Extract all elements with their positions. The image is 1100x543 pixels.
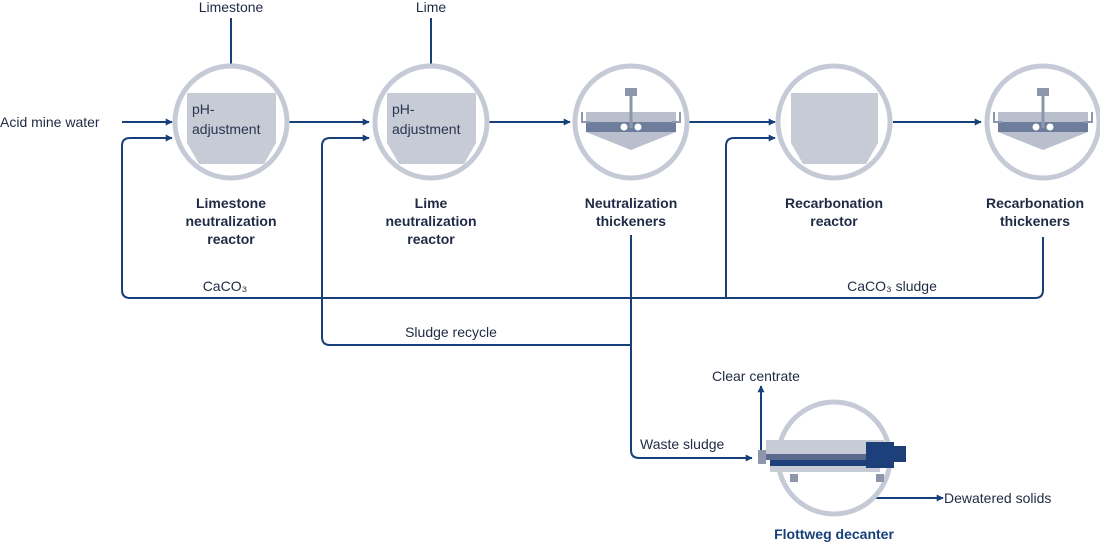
lime-label: Lime [416, 0, 447, 15]
caco3-sludge-label: CaCO₃ sludge [847, 278, 937, 294]
unit-name-line1: Lime [415, 195, 448, 211]
vessel-label-line2: adjustment [392, 121, 461, 137]
unit-name-line2: thickeners [1000, 213, 1070, 229]
unit-name-line1: Neutralization [585, 195, 678, 211]
reactor-vessel-icon [791, 93, 878, 164]
caco3-label: CaCO₃ [203, 278, 248, 294]
lime-neutralization-reactor: pH- adjustment Lime neutralization react… [372, 63, 490, 247]
vessel-label-line1: pH- [392, 101, 415, 117]
recarb-recycle-branch-line [725, 134, 776, 298]
sludge-recycle-line [321, 134, 632, 346]
recarbonation-reactor: Recarbonation reactor [775, 63, 893, 229]
unit-name-line2: neutralization [185, 213, 276, 229]
decanter-centrifuge-icon [758, 440, 906, 482]
waste-sludge-label: Waste sludge [640, 436, 725, 452]
unit-name-line2: thickeners [596, 213, 666, 229]
unit-name-line1: Recarbonation [785, 195, 883, 211]
limestone-label: Limestone [199, 0, 264, 15]
unit-name-line2: reactor [810, 213, 858, 229]
dewatered-solids-label: Dewatered solids [944, 490, 1051, 506]
sludge-recycle-label: Sludge recycle [405, 324, 497, 340]
stream-labels: Limestone Lime Acid mine water CaCO₃ CaC… [0, 0, 1051, 506]
thickener-icon [581, 88, 681, 150]
unit-name-line1: Limestone [196, 195, 266, 211]
neutralization-thickeners: Neutralization thickeners [572, 63, 690, 229]
vessel-label-line2: adjustment [192, 121, 261, 137]
clear-centrate-label: Clear centrate [712, 368, 800, 384]
unit-name-line1: Recarbonation [986, 195, 1084, 211]
thickener-icon [993, 88, 1093, 150]
reactor-vessel-icon [187, 93, 276, 164]
unit-name-line3: reactor [207, 231, 255, 247]
flottweg-decanter: Flottweg decanter [758, 399, 906, 542]
recarbonation-thickeners: Recarbonation thickeners [984, 63, 1100, 229]
limestone-neutralization-reactor: pH- adjustment Limestone neutralization … [172, 63, 290, 247]
unit-name-line2: neutralization [385, 213, 476, 229]
unit-name-line3: reactor [407, 231, 455, 247]
acid-mine-water-label: Acid mine water [0, 114, 100, 130]
waste-sludge-line [630, 345, 753, 462]
decanter-title: Flottweg decanter [774, 526, 894, 542]
caco3-recycle-line [121, 134, 1044, 299]
reactor-vessel-icon [387, 93, 476, 164]
vessel-label-line1: pH- [192, 101, 215, 117]
